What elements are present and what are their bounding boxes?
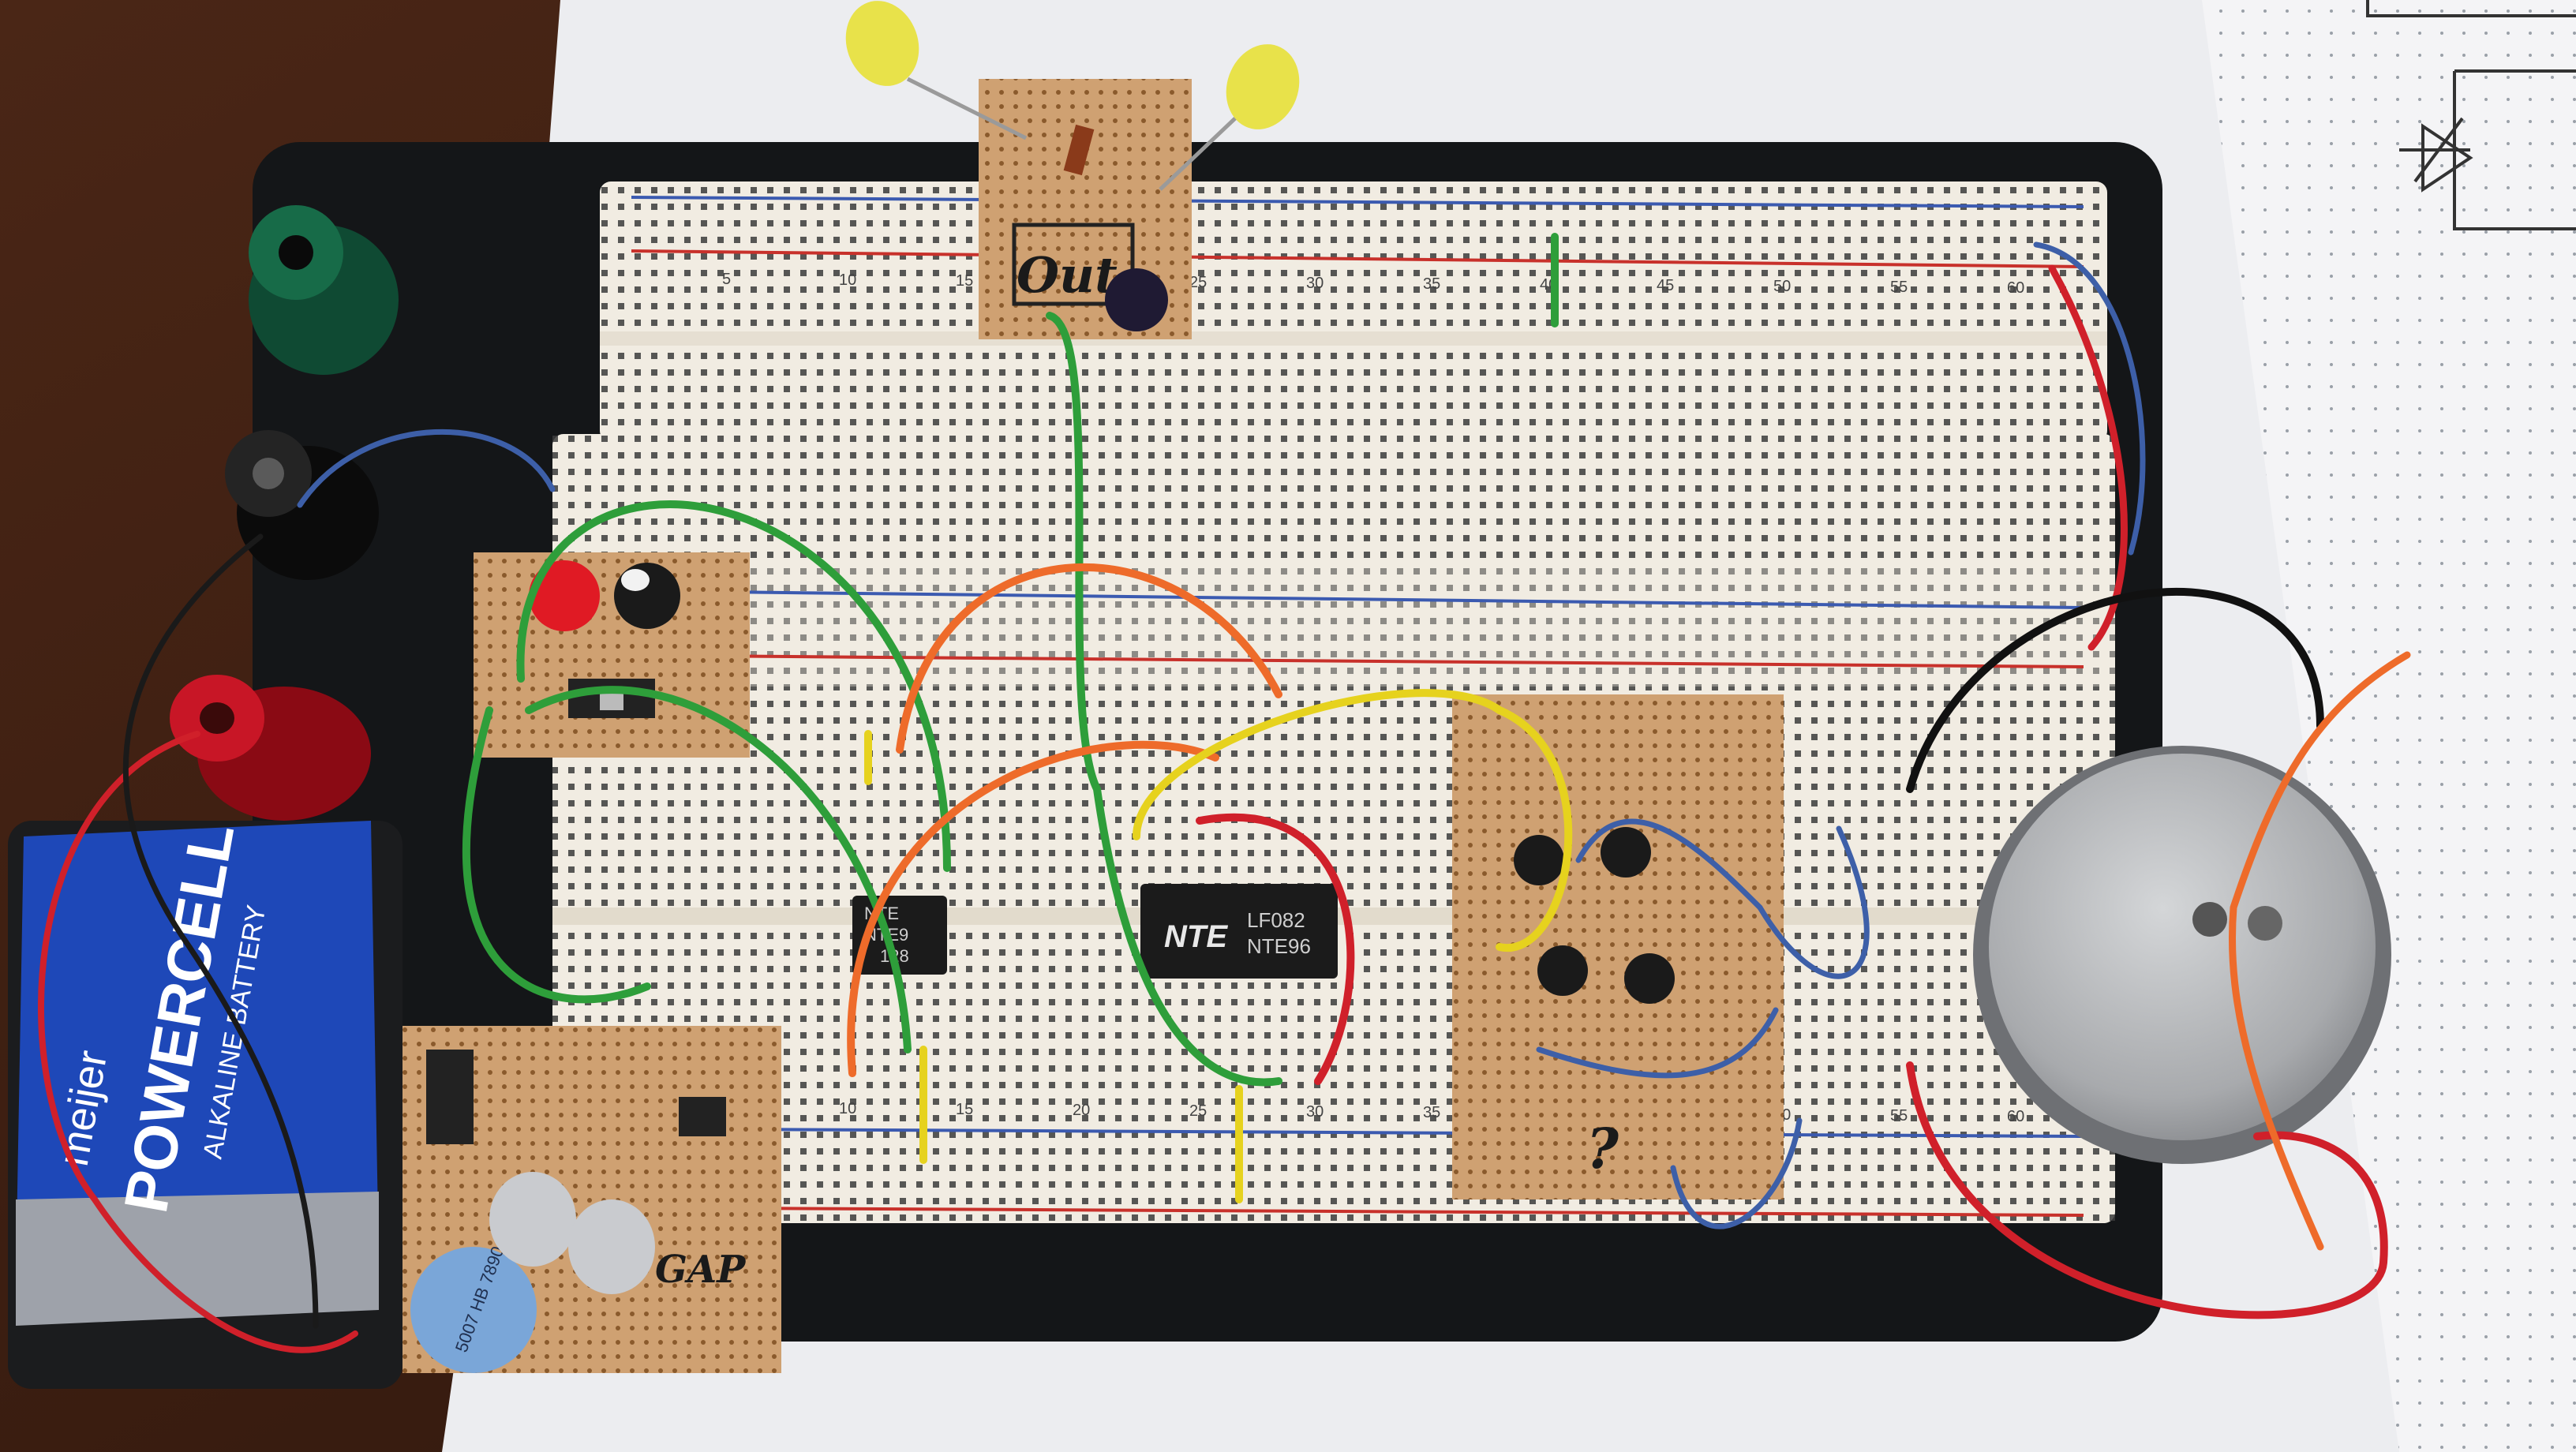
wires: [38, 233, 2411, 1353]
breadboard-main: [552, 434, 2115, 1223]
red-binding-post: [170, 675, 371, 821]
column-number: 25: [1189, 274, 1207, 291]
wire-orange-2: [847, 740, 1219, 1077]
wire-black-battery: [122, 533, 319, 1329]
column-number: 55: [1890, 1107, 1908, 1125]
wire-orange-1: [896, 563, 1282, 754]
wire-yellow-2: [1496, 706, 1573, 952]
buzzer: [410, 1247, 537, 1373]
wire-red-2: [1906, 1061, 2388, 1319]
switch-perfboard: [474, 552, 750, 758]
wire-red-3: [2048, 264, 2128, 651]
column-number: 50: [1773, 278, 1791, 295]
schematic-sketch: [2366, 0, 2576, 230]
gap-perfboard: 5007 HB 7890 GAP: [402, 1026, 781, 1373]
column-number: 20: [1073, 1102, 1090, 1119]
column-number: 10: [839, 271, 856, 289]
ic-chip-right: NTE LF082 NTE96: [1140, 884, 1338, 979]
yellow-led-right: [1159, 44, 1300, 191]
column-number: 60: [2007, 279, 2024, 297]
column-number: 15: [956, 1101, 973, 1118]
column-number: 45: [1657, 277, 1674, 294]
column-number: 25: [1189, 1102, 1207, 1120]
wire-blue-motor: [2033, 241, 2146, 556]
capacitor-silver-1: [489, 1172, 576, 1267]
column-number: 55: [1890, 279, 1908, 296]
top-led-perfboard: Out: [979, 79, 1192, 339]
column-number: 10: [839, 1100, 856, 1117]
chip-right-line1: LF082: [1247, 908, 1305, 932]
capacitor-silver-2: [568, 1199, 655, 1294]
battery-9v: meijer POWERCELL ALKALINE BATTERY: [8, 818, 402, 1389]
column-number: 5: [722, 271, 731, 288]
chip-right-line2: NTE96: [1247, 934, 1311, 958]
column-number: 35: [1423, 275, 1440, 293]
out-label: Out: [1017, 246, 1118, 304]
green-binding-post: [249, 205, 399, 375]
wire-red-1: [1196, 813, 1355, 1085]
electrolytic-capacitor: [614, 563, 680, 629]
wire-blue-3: [1670, 1117, 1803, 1229]
wire-green-1: [516, 500, 951, 872]
wire-blue-top: [297, 428, 556, 508]
potentiometer: [1105, 268, 1168, 331]
wire-green-2: [462, 706, 651, 1004]
black-binding-post: [225, 430, 379, 580]
dc-motor: [1973, 746, 2391, 1164]
wire-blue-4: [1536, 1007, 1779, 1079]
wire-yellow-1: [1133, 689, 1503, 840]
wire-blue-2: [1757, 825, 1870, 979]
wire-blue-1: [1575, 818, 1763, 911]
red-led: [529, 560, 600, 631]
column-number: 30: [1306, 1103, 1324, 1121]
gap-label: GAP: [655, 1248, 747, 1292]
question-label: ?: [1586, 1116, 1619, 1181]
wire-green-4: [1046, 312, 1282, 1087]
wire-black-motor: [1906, 587, 2324, 793]
column-number: 30: [1306, 275, 1324, 292]
column-number: 60: [2007, 1108, 2024, 1125]
breadboard-top: [600, 182, 2107, 442]
column-number: 35: [1423, 1104, 1440, 1121]
wire-red-battery: [38, 731, 358, 1353]
yellow-led-left: [845, 1, 1028, 140]
wire-orange-motor: [2229, 651, 2411, 1251]
column-number: 15: [956, 272, 973, 290]
wire-green-3: [525, 686, 912, 1053]
chip-right-logo: NTE: [1164, 919, 1228, 954]
